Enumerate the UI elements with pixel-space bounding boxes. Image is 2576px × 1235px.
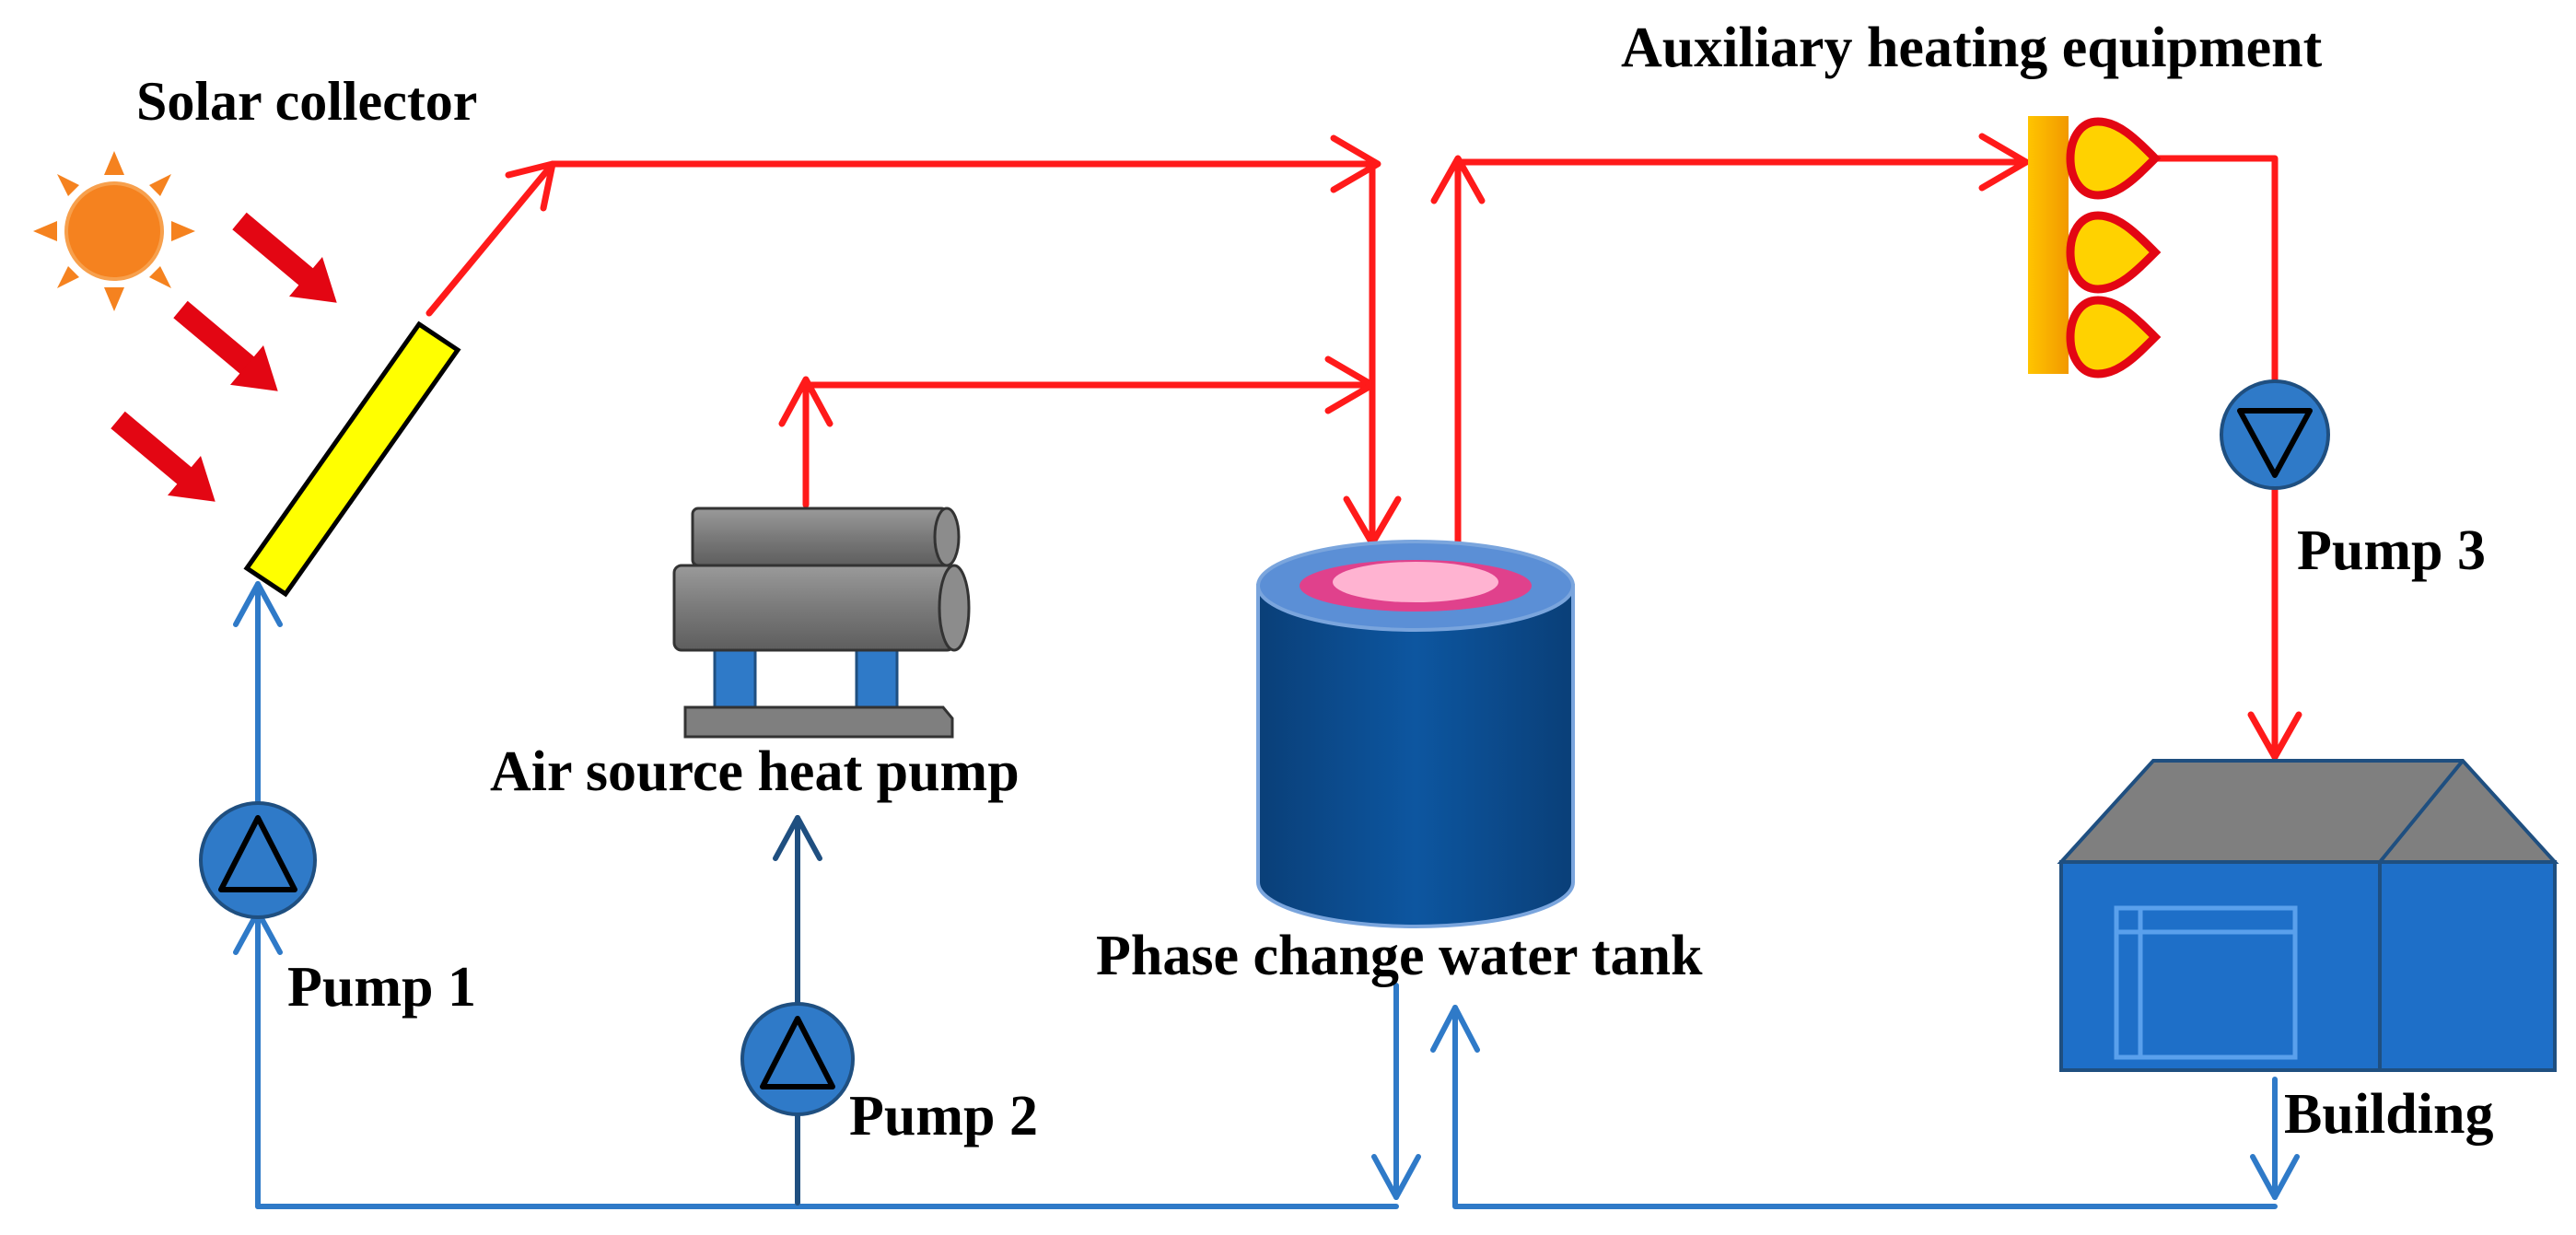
building-icon: [2057, 759, 2559, 1072]
pump2-icon: [740, 1002, 855, 1116]
phase-change-water-tank: [1256, 540, 1575, 928]
solar-collector-label: Solar collector: [136, 71, 477, 132]
auxiliary-heating-label: Auxiliary heating equipment: [1621, 17, 2323, 79]
pump1-icon: [199, 801, 317, 919]
supply-pipes: [425, 133, 2302, 761]
heat-pump-outlet-pipe: [802, 381, 1374, 508]
collector-outlet-arrowhead: [505, 160, 556, 212]
building-return-pipe: [1452, 1005, 2278, 1209]
building-inlet-arrowhead: [2247, 711, 2302, 761]
tank-outlet-arrowhead-up: [1430, 155, 1486, 204]
air-source-heat-pump-label: Air source heat pump: [490, 740, 1020, 803]
heat-pump-inlet-arrowhead: [773, 815, 822, 861]
pump2-label: Pump 2: [849, 1085, 1038, 1148]
top-pipe-arrowhead: [1330, 134, 1381, 193]
air-source-heat-pump-unit: [672, 507, 971, 739]
heat-pump-return-pipes: [773, 815, 822, 1206]
sun-ray-arrow: [232, 212, 337, 303]
heater-outlet-pipe: [2142, 155, 2279, 387]
sun-ray-arrow: [111, 411, 216, 502]
building-label: Building: [2284, 1083, 2493, 1146]
collector-outlet-pipe: [425, 160, 1376, 317]
heater-inlet-arrowhead: [1978, 133, 2030, 192]
pump3-label: Pump 3: [2297, 519, 2486, 582]
tank-drain-arrowhead: [1371, 1154, 1421, 1200]
tank-return-arrowhead-up: [1430, 1005, 1480, 1053]
sun-ray-arrows: [111, 212, 337, 502]
sun-icon: [33, 151, 195, 311]
collector-inlet-arrowhead: [233, 581, 283, 627]
flame-icon: [2066, 211, 2162, 294]
pump3-icon: [2220, 379, 2330, 490]
building-return-arrowhead-down: [2250, 1154, 2300, 1200]
solar-collector-panel: [243, 320, 461, 598]
flame-icon: [2066, 296, 2162, 379]
auxiliary-heating-equipment: [2028, 116, 2162, 379]
sun-ray-arrow: [173, 300, 278, 391]
tank-outlet-pipe: [1454, 158, 2030, 553]
building-window: [2114, 905, 2298, 1060]
tank-pcm-inner-layer: [1333, 562, 1498, 602]
flame-icon: [2066, 117, 2162, 200]
phase-change-tank-label: Phase change water tank: [1096, 925, 1703, 987]
heat-pump-outlet-arrowhead-up: [778, 376, 833, 427]
pump1-label: Pump 1: [287, 956, 476, 1019]
